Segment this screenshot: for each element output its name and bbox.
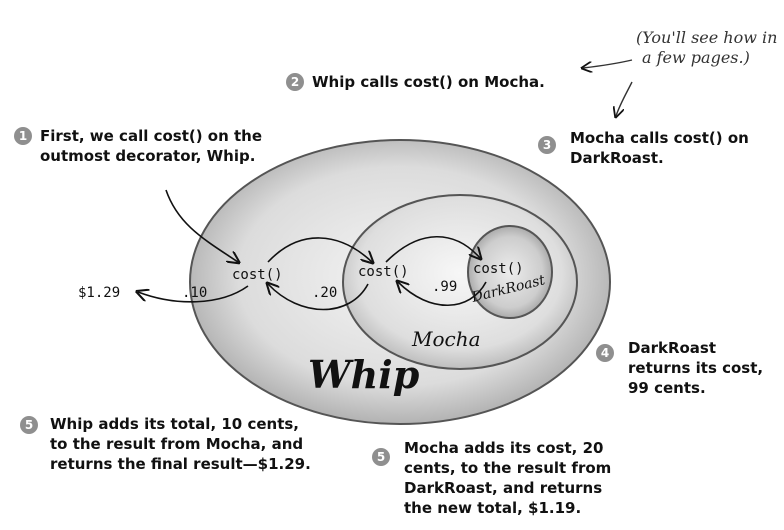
whip-add-value: .10 xyxy=(182,285,207,301)
darkroast-cost-value: .99 xyxy=(432,279,457,295)
note-arrow-to-step-3 xyxy=(616,81,633,116)
step-4-line-2: returns its cost, xyxy=(628,359,764,377)
mocha-label: Mocha xyxy=(411,327,481,351)
step-3-callout: 3 Mocha calls cost() on DarkRoast. xyxy=(538,128,749,168)
note-line-2: a few pages.) xyxy=(642,48,750,67)
whip-cost-call: cost() xyxy=(232,267,283,283)
step-5-whip-callout: 5 Whip adds its total, 10 cents, to the … xyxy=(20,414,311,474)
final-result-value: $1.29 xyxy=(78,285,120,301)
step-5-mocha-line-1: Mocha adds its cost, 20 xyxy=(404,439,604,457)
return-arrow-mocha-to-whip xyxy=(268,284,369,311)
step-5-mocha-callout: 5 Mocha adds its cost, 20 cents, to the … xyxy=(372,438,611,518)
step-number-badge: 3 xyxy=(538,136,556,154)
step-4-line-3: 99 cents. xyxy=(628,379,706,397)
darkroast-layer xyxy=(467,225,553,319)
step-1-line-2: outmost decorator, Whip. xyxy=(40,147,256,165)
call-arrow-mocha-to-darkroast xyxy=(385,236,480,263)
step-number-badge: 5 xyxy=(20,416,38,434)
return-arrow-darkroast-to-mocha xyxy=(398,282,487,306)
handwritten-note: (You'll see how in a few pages.) xyxy=(636,28,777,68)
step-1-callout: 1 First, we call cost() on the outmost d… xyxy=(14,126,262,166)
step-2-callout: 2 Whip calls cost() on Mocha. xyxy=(286,72,545,92)
step-1-line-1: First, we call cost() on the xyxy=(40,127,263,145)
step-3-line-1: Mocha calls cost() on xyxy=(570,129,749,147)
note-line-1: (You'll see how in xyxy=(636,28,778,47)
darkroast-cost-call: cost() xyxy=(473,261,524,277)
note-arrow-to-step-2 xyxy=(583,59,633,68)
step-number-badge: 4 xyxy=(596,344,614,362)
step-5-mocha-line-3: DarkRoast, and returns xyxy=(404,479,603,497)
step-3-line-2: DarkRoast. xyxy=(570,149,664,167)
mocha-add-value: .20 xyxy=(312,285,337,301)
step-5-whip-line-3: returns the final result—$1.29. xyxy=(50,455,311,473)
step-5-mocha-line-4: the new total, $1.19. xyxy=(404,499,582,517)
step-4-line-1: DarkRoast xyxy=(628,339,717,357)
step-number-badge: 5 xyxy=(372,448,390,466)
step-number-badge: 2 xyxy=(286,73,304,91)
mocha-cost-call: cost() xyxy=(358,264,409,280)
step-4-callout: 4 DarkRoast returns its cost, 99 cents. xyxy=(596,338,763,398)
step-2-line-1: Whip calls cost() on Mocha. xyxy=(312,73,545,91)
step-5-whip-line-1: Whip adds its total, 10 cents, xyxy=(50,415,300,433)
step-5-whip-line-2: to the result from Mocha, and xyxy=(50,435,304,453)
call-arrow-whip-to-mocha xyxy=(267,237,372,262)
whip-label: Whip xyxy=(308,352,420,397)
call-arrow-into-whip xyxy=(165,189,238,262)
return-arrow-whip-to-result xyxy=(138,285,249,303)
step-number-badge: 1 xyxy=(14,127,32,145)
step-5-mocha-line-2: cents, to the result from xyxy=(404,459,612,477)
